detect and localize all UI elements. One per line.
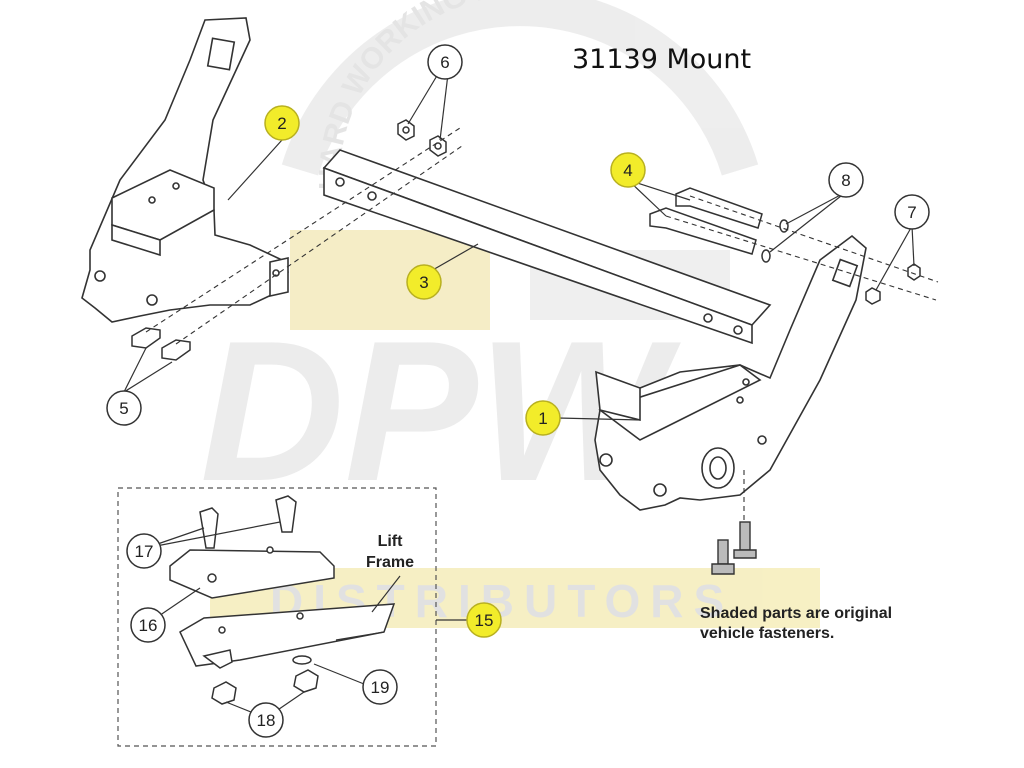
callout-6-circle	[427, 44, 463, 80]
part-left-mount-bracket	[81, 17, 289, 323]
callout-2-label: 2	[277, 114, 286, 133]
callout-4-circle	[610, 152, 646, 188]
callout-17-circle	[126, 533, 162, 569]
diagram-title: 31139 Mount	[572, 44, 752, 75]
callout-3-circle	[406, 264, 442, 300]
part-long-bolts	[649, 187, 763, 255]
callout-16-label: 16	[139, 616, 158, 635]
callout-5-circle	[106, 390, 142, 426]
callout-4-label: 4	[623, 161, 632, 180]
watermark-gear-arc	[281, 0, 759, 176]
shaded-parts-note: Shaded parts are original vehicle fasten…	[700, 604, 892, 644]
callout-19-circle	[362, 669, 398, 705]
callout-1-circle	[525, 400, 561, 436]
shaded-parts-note-line1: Shaded parts are original	[700, 605, 893, 622]
callout-15-circle	[466, 602, 502, 638]
part-short-bolts	[131, 327, 191, 361]
callout-18-label: 18	[257, 711, 276, 730]
callout-7-label: 7	[907, 203, 916, 222]
callout-3-label: 3	[419, 273, 428, 292]
part-vehicle-fasteners	[711, 521, 757, 575]
callout-16-circle	[130, 607, 166, 643]
callout-19-label: 19	[371, 678, 390, 697]
callouts: 1 2 3 4 5 6 7 8 15 16 17 18 19	[106, 44, 930, 738]
shaded-parts-note-line2: vehicle fasteners.	[700, 625, 835, 642]
callout-2-circle	[264, 105, 300, 141]
callout-7-circle	[894, 194, 930, 230]
callout-8-label: 8	[841, 171, 850, 190]
watermark-house-block	[290, 230, 490, 330]
callout-17-label: 17	[135, 542, 154, 561]
part-nuts	[397, 119, 921, 305]
assembly-lines	[145, 127, 939, 520]
lift-frame-label-line2: Frame	[366, 554, 415, 571]
lift-frame-label-line1: Lift	[377, 533, 403, 550]
callout-15-label: 15	[475, 611, 494, 630]
callout-5-label: 5	[119, 399, 128, 418]
callout-18-circle	[248, 702, 284, 738]
lift-frame-label: Lift Frame	[366, 531, 414, 573]
part-cross-bar	[322, 149, 772, 345]
callout-1-label: 1	[538, 409, 547, 428]
callout-6-label: 6	[440, 53, 449, 72]
callout-8-circle	[828, 162, 864, 198]
part-right-mount-bracket	[594, 234, 867, 511]
